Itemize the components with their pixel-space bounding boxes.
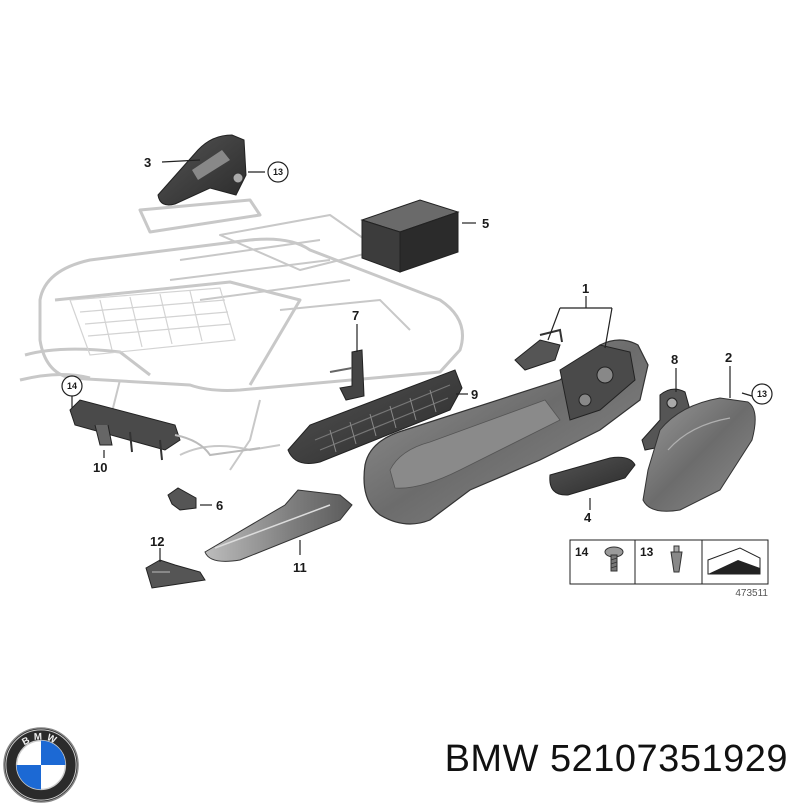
part-6-hook: [167, 487, 197, 511]
grease-wedge-icon: [707, 547, 761, 575]
brand-part-label: BMW 52107351929: [445, 738, 788, 781]
part-2-cover: [642, 397, 756, 512]
part-5-box: [360, 199, 460, 273]
rivet-icon: [670, 545, 683, 573]
circled-callout-14-left: 14: [61, 375, 83, 397]
part-11-trim-strip: [204, 489, 353, 562]
part-8-lever: [641, 388, 691, 451]
callout-5: 5: [482, 216, 489, 231]
part-3-bracket: [157, 134, 247, 206]
svg-text:13: 13: [757, 389, 767, 399]
part-4-handle: [549, 456, 636, 496]
svg-text:13: 13: [273, 167, 283, 177]
seat-mesh-ghost: [69, 287, 236, 356]
callout-11: 11: [293, 560, 307, 575]
part-number: 52107351929: [550, 738, 788, 780]
callout-1: 1: [582, 281, 589, 296]
circled-callout-13-top: 13: [267, 161, 289, 183]
reference-number: 473511: [735, 588, 768, 599]
callout-4: 4: [584, 510, 592, 525]
callout-7: 7: [352, 308, 359, 323]
callout-10: 10: [93, 460, 107, 475]
part-10-bracket: [69, 399, 261, 461]
bmw-roundel-icon: BMW: [3, 727, 79, 803]
brand-name: BMW: [444, 738, 539, 780]
screw-icon: [604, 546, 624, 572]
callout-6: 6: [216, 498, 223, 513]
callout-9: 9: [471, 387, 478, 402]
part-9-long-bracket: [287, 369, 463, 464]
legend-item-13: 13: [640, 545, 654, 559]
callout-3: 3: [144, 155, 151, 170]
leader-lines: [71, 159, 753, 562]
svg-text:14: 14: [67, 381, 77, 391]
fastener-legend: 14 13: [569, 539, 769, 585]
circled-callout-13-right: 13: [751, 383, 773, 405]
part-7-clip: [329, 349, 365, 401]
callout-2: 2: [725, 350, 732, 365]
part-12-clip: [145, 559, 206, 589]
legend-item-14: 14: [575, 545, 589, 559]
callout-8: 8: [671, 352, 678, 367]
part-1-side-panel: [363, 328, 649, 525]
callout-12: 12: [150, 534, 164, 549]
